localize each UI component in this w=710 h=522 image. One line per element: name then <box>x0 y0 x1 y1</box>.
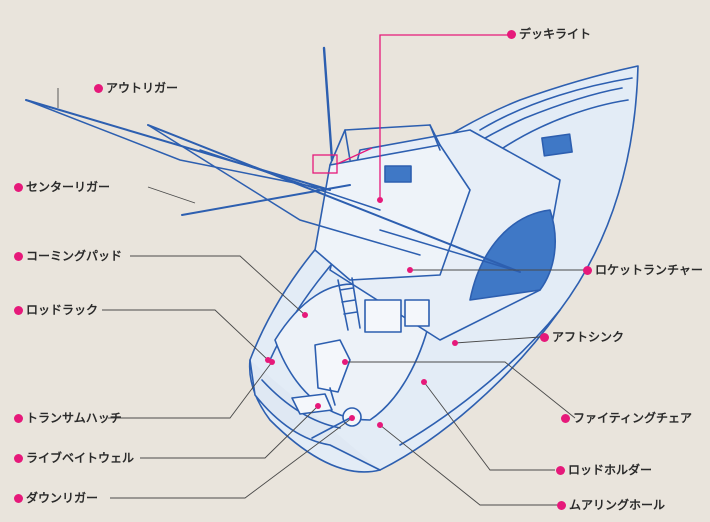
bullet-dot-icon <box>556 465 565 475</box>
label-fighting-chair: ファイティングチェア <box>561 411 692 425</box>
label-coaming-pad-text: コーミングパッド <box>26 249 123 263</box>
label-center-rigger: センターリガー <box>14 180 110 194</box>
label-transom-hatch-text: トランサムハッチ <box>26 411 122 425</box>
bullet-dot-icon <box>561 413 570 423</box>
bullet-dot-icon <box>557 500 566 510</box>
label-aft-sink: アフトシンク <box>540 330 624 344</box>
label-rod-rack-text: ロッドラック <box>26 303 99 317</box>
deck-light-leader <box>379 34 509 200</box>
label-rocket-launcher: ロケットランチャー <box>583 263 703 277</box>
bullet-dot-icon <box>507 29 516 39</box>
label-live-bait-well: ライブベイトウェル <box>14 451 134 465</box>
label-transom-hatch: トランサムハッチ <box>14 411 122 425</box>
transom <box>249 359 381 471</box>
label-coaming-pad: コーミングパッド <box>14 249 122 263</box>
outrigger-pole <box>25 99 331 191</box>
bullet-dot-icon <box>540 332 549 342</box>
label-fighting-chair-text: ファイティングチェア <box>573 411 693 425</box>
bullet-dot-icon <box>14 413 23 423</box>
label-center-rigger-text: センターリガー <box>26 180 111 194</box>
label-deck-light-text: デッキライト <box>519 27 592 41</box>
bullet-dot-icon <box>14 182 23 192</box>
label-mooring-hole-text: ムアリングホール <box>569 498 666 512</box>
bullet-dot-icon <box>14 305 23 315</box>
bullet-dot-icon <box>94 83 103 93</box>
bullet-dot-icon <box>583 265 592 275</box>
label-downrigger-text: ダウンリガー <box>26 491 99 505</box>
foredeck-hatch <box>541 133 573 157</box>
label-live-bait-well-text: ライブベイトウェル <box>26 451 135 465</box>
label-rod-rack: ロッドラック <box>14 303 98 317</box>
label-aft-sink-text: アフトシンク <box>552 330 625 344</box>
label-rocket-launcher-text: ロケットランチャー <box>595 263 703 277</box>
fighting-chair-shape <box>314 339 351 393</box>
label-mooring-hole: ムアリングホール <box>557 498 665 512</box>
bullet-dot-icon <box>14 251 23 261</box>
label-downrigger: ダウンリガー <box>14 491 98 505</box>
label-rod-holder-text: ロッドホルダー <box>568 463 653 477</box>
label-deck-light: デッキライト <box>507 27 591 41</box>
label-rod-holder: ロッドホルダー <box>556 463 652 477</box>
bullet-dot-icon <box>14 453 23 463</box>
bullet-dot-icon <box>14 493 23 503</box>
label-outrigger-text: アウトリガー <box>106 81 179 95</box>
label-outrigger: アウトリガー <box>94 81 178 95</box>
